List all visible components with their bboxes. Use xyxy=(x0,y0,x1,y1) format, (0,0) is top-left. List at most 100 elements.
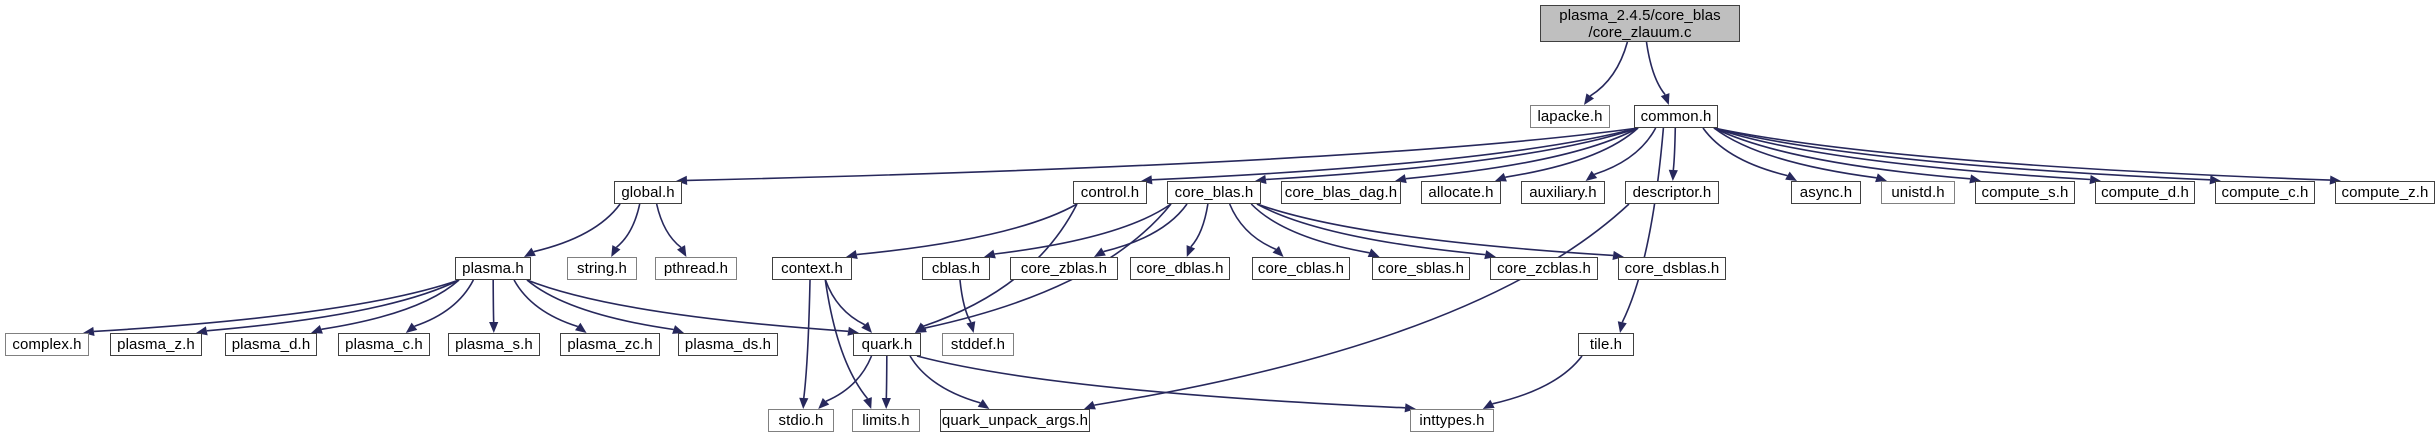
node-async[interactable]: async.h xyxy=(1791,181,1861,204)
arrowhead-core_blas-to-core_cblas xyxy=(1272,246,1284,257)
arrowhead-plasma-to-plasma_zc xyxy=(575,322,587,333)
node-tile[interactable]: tile.h xyxy=(1578,333,1634,356)
edge-common-to-global xyxy=(686,127,1639,182)
node-plasma_s[interactable]: plasma_s.h xyxy=(448,333,540,356)
edge-plasma-to-plasma_ds xyxy=(526,279,674,331)
edge-descriptor-to-quark_unpack_args xyxy=(1094,203,1630,406)
arrowhead-quark-to-limits xyxy=(881,397,891,409)
edge-control-to-context xyxy=(856,203,1078,256)
node-context[interactable]: context.h xyxy=(772,257,852,280)
node-plasma[interactable]: plasma.h xyxy=(455,257,531,280)
node-core_blas[interactable]: core_blas.h xyxy=(1167,181,1261,204)
arrowhead-common-to-unistd xyxy=(1875,173,1887,183)
arrowhead-core_blas-to-core_sblas xyxy=(1367,248,1380,258)
edge-common-to-descriptor xyxy=(1672,127,1677,171)
arrowhead-descriptor-to-quark_unpack_args xyxy=(1084,400,1096,410)
edge-plasma-to-plasma_zc xyxy=(513,279,578,328)
arrowhead-root-to-common xyxy=(1660,93,1670,105)
edge-common-to-unistd xyxy=(1713,127,1877,179)
edge-common-to-allocate xyxy=(1505,127,1639,178)
node-global[interactable]: global.h xyxy=(614,181,682,204)
node-cblas[interactable]: cblas.h xyxy=(922,257,990,280)
edge-root-to-lapacke xyxy=(1589,41,1629,97)
arrowhead-core_blas-to-quark xyxy=(915,323,927,333)
node-common[interactable]: common.h xyxy=(1634,105,1718,128)
edge-global-to-plasma xyxy=(533,203,621,253)
node-limits[interactable]: limits.h xyxy=(852,409,920,432)
node-control[interactable]: control.h xyxy=(1073,181,1147,204)
edge-tile-to-inttypes xyxy=(1492,355,1583,405)
node-plasma_z[interactable]: plasma_z.h xyxy=(110,333,202,356)
edge-core_blas-to-core_sblas xyxy=(1250,203,1370,254)
node-quark[interactable]: quark.h xyxy=(853,333,921,356)
edge-common-to-compute_d xyxy=(1713,127,2091,181)
edge-core_blas-to-core_cblas xyxy=(1228,203,1277,251)
arrowhead-quark-to-inttypes xyxy=(1404,403,1416,413)
node-unistd[interactable]: unistd.h xyxy=(1881,181,1955,204)
edge-quark-to-quark_unpack_args xyxy=(909,355,981,404)
node-allocate[interactable]: allocate.h xyxy=(1421,181,1501,204)
node-stddef[interactable]: stddef.h xyxy=(942,333,1014,356)
arrowhead-common-to-allocate xyxy=(1495,172,1507,182)
node-inttypes[interactable]: inttypes.h xyxy=(1410,409,1494,432)
edge-quark-to-stdio xyxy=(825,355,873,402)
edge-common-to-core_blas_dag xyxy=(1405,127,1639,180)
edge-global-to-string xyxy=(615,203,641,248)
node-core_zcblas[interactable]: core_zcblas.h xyxy=(1490,257,1598,280)
arrowhead-common-to-core_blas_dag xyxy=(1395,174,1407,184)
arrowhead-cblas-to-stddef xyxy=(966,321,976,333)
edge-control-to-quark xyxy=(923,203,1078,327)
node-core_dblas[interactable]: core_dblas.h xyxy=(1130,257,1230,280)
node-core_blas_dag[interactable]: core_blas_dag.h xyxy=(1281,181,1401,204)
node-core_sblas[interactable]: core_sblas.h xyxy=(1372,257,1470,280)
arrowhead-common-to-compute_z xyxy=(2329,175,2341,185)
arrowhead-common-to-global xyxy=(676,175,688,185)
arrowhead-common-to-async xyxy=(1785,171,1797,181)
node-descriptor[interactable]: descriptor.h xyxy=(1625,181,1719,204)
arrowhead-quark-to-stdio xyxy=(818,397,830,409)
edge-core_blas-to-core_dsblas xyxy=(1256,203,1614,257)
arrowhead-core_blas-to-core_zcblas xyxy=(1484,250,1496,260)
node-root: plasma_2.4.5/core_blas /core_zlauum.c xyxy=(1540,5,1740,42)
node-lapacke[interactable]: lapacke.h xyxy=(1530,105,1610,128)
node-pthread[interactable]: pthread.h xyxy=(655,257,737,280)
arrowhead-plasma-to-plasma_s xyxy=(489,321,499,333)
arrowhead-core_blas-to-core_zblas xyxy=(1094,247,1106,257)
node-plasma_c[interactable]: plasma_c.h xyxy=(338,333,430,356)
node-string[interactable]: string.h xyxy=(567,257,637,280)
node-compute_z[interactable]: compute_z.h xyxy=(2335,181,2435,204)
node-plasma_ds[interactable]: plasma_ds.h xyxy=(678,333,778,356)
node-quark_unpack_args[interactable]: quark_unpack_args.h xyxy=(940,409,1090,432)
node-compute_s[interactable]: compute_s.h xyxy=(1975,181,2075,204)
node-plasma_zc[interactable]: plasma_zc.h xyxy=(560,333,660,356)
node-plasma_d[interactable]: plasma_d.h xyxy=(225,333,317,356)
arrowhead-common-to-auxiliary xyxy=(1585,170,1598,181)
edge-common-to-compute_c xyxy=(1713,127,2211,181)
edge-global-to-pthread xyxy=(655,203,682,249)
edge-plasma-to-complex xyxy=(93,279,460,333)
edge-cblas-to-stddef xyxy=(959,279,972,323)
edge-common-to-core_blas xyxy=(1265,127,1639,181)
node-core_zblas[interactable]: core_zblas.h xyxy=(1010,257,1118,280)
node-compute_c[interactable]: compute_c.h xyxy=(2215,181,2315,204)
arrowhead-common-to-core_blas xyxy=(1255,174,1267,185)
node-complex[interactable]: complex.h xyxy=(5,333,89,356)
arrowhead-tile-to-inttypes xyxy=(1482,399,1495,409)
arrowhead-core_blas-to-core_dblas xyxy=(1186,245,1196,257)
node-core_cblas[interactable]: core_cblas.h xyxy=(1252,257,1350,280)
edge-plasma-to-quark xyxy=(526,279,849,333)
node-auxiliary[interactable]: auxiliary.h xyxy=(1521,181,1605,204)
arrowhead-quark-to-quark_unpack_args xyxy=(977,399,990,409)
edge-context-to-quark xyxy=(824,279,866,326)
node-core_dsblas[interactable]: core_dsblas.h xyxy=(1618,257,1726,280)
node-compute_d[interactable]: compute_d.h xyxy=(2095,181,2195,204)
arrowhead-context-to-quark xyxy=(861,321,872,333)
node-stdio[interactable]: stdio.h xyxy=(768,409,834,432)
edge-common-to-auxiliary xyxy=(1594,127,1657,176)
arrowhead-context-to-stdio xyxy=(799,397,809,409)
edge-common-to-control xyxy=(1151,127,1639,181)
edge-plasma-to-plasma_c xyxy=(414,279,475,327)
arrowhead-common-to-tile xyxy=(1617,321,1627,333)
edge-context-to-stdio xyxy=(802,279,811,399)
